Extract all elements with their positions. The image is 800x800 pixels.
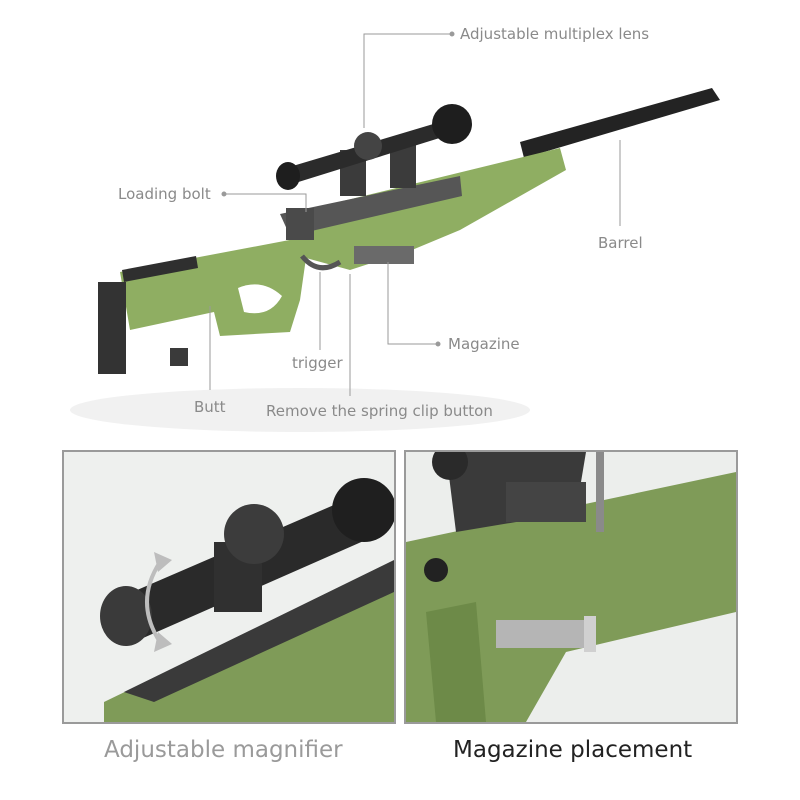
magazine-part bbox=[354, 246, 414, 264]
rifle-illustration bbox=[70, 31, 720, 432]
callout-butt: Butt bbox=[194, 398, 226, 416]
caption-magazine-placement: Magazine placement bbox=[453, 737, 693, 763]
scope-detail-panel bbox=[62, 450, 396, 724]
caption-adjustable-magnifier: Adjustable magnifier bbox=[104, 737, 343, 763]
callout-spring-clip: Remove the spring clip button bbox=[266, 402, 493, 420]
callout-lens: Adjustable multiplex lens bbox=[460, 25, 650, 43]
callout-bolt: Loading bolt bbox=[118, 185, 211, 203]
magazine-detail-panel bbox=[404, 450, 738, 724]
callout-magazine: Magazine bbox=[448, 335, 520, 353]
scope-detail-image bbox=[64, 452, 394, 722]
barrel bbox=[520, 88, 720, 158]
callout-trigger: trigger bbox=[292, 354, 343, 372]
butt-pad bbox=[98, 282, 126, 374]
magazine-detail-image bbox=[406, 452, 736, 722]
callout-barrel: Barrel bbox=[598, 234, 643, 252]
